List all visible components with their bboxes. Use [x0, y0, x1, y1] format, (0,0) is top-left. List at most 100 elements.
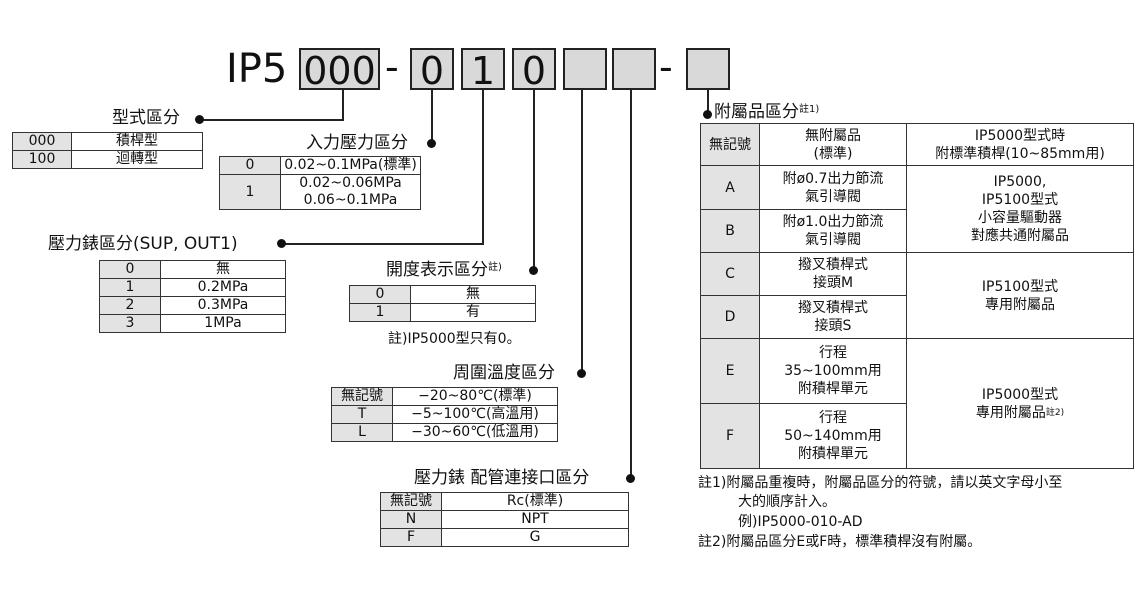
cell-line: 行程: [819, 410, 847, 426]
table-row: A 附ø0.7出力節流 氣引導閥 IP5000, IP5100型式 小容量驅動器…: [700, 165, 1134, 253]
input-pressure-table: 0 0.02~0.1MPa(標準) 1 0.02~0.06MPa 0.06~0.…: [219, 156, 421, 210]
display-note: 註)IP5000型只有0。: [388, 331, 521, 347]
cell-line: 行程: [819, 345, 847, 361]
table-row: 1 0.02~0.06MPa 0.06~0.1MPa: [219, 174, 421, 210]
cell-line: 氣引導閥: [805, 188, 861, 205]
table-row: N NPT: [380, 510, 629, 529]
table-cell: 有: [410, 303, 536, 322]
accessory-note-2: 註2)附屬品區分E或F時，標準積桿沒有附屬。: [698, 534, 982, 550]
table-cell: G: [441, 528, 629, 547]
table-cell: 積桿型: [71, 132, 203, 151]
table-cell: 附ø0.7出力節流 氣引導閥: [759, 165, 907, 210]
table-row: 1 0.2MPa: [99, 278, 286, 297]
table-cell: F: [700, 403, 760, 469]
table-cell: 0: [99, 260, 161, 279]
table-cell: 附ø1.0出力節流 氣引導閥: [759, 209, 907, 253]
table-cell: 無記號: [380, 492, 442, 511]
leader-acc-v: [707, 90, 709, 114]
display-table: 0 無 1 有: [349, 285, 536, 322]
cell-line: IP5100型式: [981, 278, 1059, 295]
cell-line: 附ø1.0出力節流: [782, 214, 884, 230]
port-title: 壓力錶 配管連接口區分: [414, 468, 590, 488]
cell-text: 專用附屬品: [975, 404, 1046, 421]
table-cell: 0: [219, 156, 281, 175]
cell-line: 撥叉積桿式: [798, 300, 868, 316]
accessory-title: 附屬品區分註1): [714, 102, 819, 122]
table-cell: 0: [349, 285, 411, 304]
table-cell: B: [700, 209, 760, 253]
type-table: 000 積桿型 100 迴轉型: [12, 132, 203, 169]
table-cell: 0.3MPa: [160, 296, 286, 315]
table-cell: Rc(標準): [441, 492, 629, 511]
table-cell: 無記號: [700, 123, 760, 166]
leader-port-v: [630, 90, 632, 478]
cell-line: IP5000,: [993, 174, 1047, 190]
gauge-table: 0 無 1 0.2MPa 2 0.3MPa 3 1MPa: [99, 260, 286, 333]
table-row: 0 無: [99, 260, 286, 279]
port-table: 無記號 Rc(標準) N NPT F G: [380, 492, 629, 547]
table-cell: 0.2MPa: [160, 278, 286, 297]
table-cell: F: [380, 528, 442, 547]
table-row: D 撥叉積桿式 接頭S: [700, 295, 1134, 339]
leader-acc-dot: [703, 110, 712, 119]
cell-line: 接頭S: [814, 318, 852, 334]
temperature-title: 周圍溫度區分: [453, 363, 555, 383]
accessory-note-example: 例)IP5000-010-AD: [738, 514, 863, 530]
table-cell: NPT: [441, 510, 629, 529]
table-cell: 撥叉積桿式 接頭S: [759, 295, 907, 339]
table-row: B 附ø1.0出力節流 氣引導閥: [700, 209, 1134, 253]
table-cell: 迴轉型: [71, 150, 203, 169]
table-cell: 1: [349, 303, 411, 322]
leader-input-dot: [427, 139, 436, 148]
table-row: 無記號 −20~80℃(標準): [331, 387, 558, 406]
table-row: 3 1MPa: [99, 314, 286, 333]
table-row: 0 0.02~0.1MPa(標準): [219, 156, 421, 175]
gauge-title: 壓力錶區分(SUP, OUT1): [48, 234, 238, 254]
model-prefix: IP5: [226, 46, 288, 92]
table-cell: IP5000型式時 附標準積桿(10~85mm用): [906, 123, 1134, 166]
model-box-type: 000: [299, 48, 380, 92]
leader-input-v: [431, 90, 433, 142]
leader-type-v: [342, 90, 344, 120]
model-box-gauge: 1: [461, 48, 505, 92]
accessory-note-1: 註1)附屬品重複時，附屬品區分的符號，請以英文字母小至: [698, 475, 1063, 491]
table-row: F 行程 50~140mm用 附積桿單元: [700, 403, 1134, 469]
table-cell: L: [331, 423, 393, 442]
table-cell: IP5000, IP5100型式 小容量驅動器 對應共通附屬品: [906, 165, 1134, 253]
table-row: 無記號 Rc(標準): [380, 492, 629, 511]
cell-line: 35~100mm用: [784, 363, 882, 379]
model-box-accessory: [686, 48, 730, 90]
model-dash-1: -: [385, 45, 399, 89]
display-title-text: 開度表示區分: [386, 260, 488, 280]
table-row: T −5~100℃(高溫用): [331, 405, 558, 424]
table-cell: N: [380, 510, 442, 529]
cell-line: IP5100型式: [981, 192, 1059, 208]
table-cell: 無: [410, 285, 536, 304]
accessory-table: 無記號 無附屬品 (標準) IP5000型式時 附標準積桿(10~85mm用) …: [700, 123, 1134, 469]
cell-line: 小容量驅動器: [978, 210, 1062, 226]
table-row: L −30~60℃(低溫用): [331, 423, 558, 442]
accessory-note-1-cont: 大的順序計入。: [738, 494, 836, 510]
table-cell: −20~80℃(標準): [392, 387, 558, 406]
cell-line: 附ø0.7出力節流: [782, 170, 884, 187]
cell-line: 附積桿單元: [798, 446, 868, 462]
table-cell: 無: [160, 260, 286, 279]
leader-display-dot: [529, 266, 538, 275]
cell-sup: 註2): [1045, 407, 1065, 418]
table-cell: IP5100型式 專用附屬品: [906, 252, 1134, 339]
table-row: 100 迴轉型: [12, 150, 203, 169]
table-cell: T: [331, 405, 393, 424]
model-box-port: [612, 48, 656, 90]
table-cell: 行程 50~140mm用 附積桿單元: [759, 403, 907, 469]
cell-line: 對應共通附屬品: [971, 228, 1069, 244]
leader-temp-dot: [577, 369, 586, 378]
cell-line: 氣引導閥: [805, 232, 861, 248]
cell-line: 50~140mm用: [784, 428, 882, 444]
model-box-display: 0: [512, 48, 556, 92]
table-cell: −30~60℃(低溫用): [392, 423, 558, 442]
cell-line: 0.06~0.1MPa: [303, 192, 398, 208]
table-row: 0 無: [349, 285, 536, 304]
table-cell: 行程 35~100mm用 附積桿單元: [759, 338, 907, 404]
table-cell: 100: [12, 150, 72, 169]
leader-temp-v: [581, 90, 583, 372]
